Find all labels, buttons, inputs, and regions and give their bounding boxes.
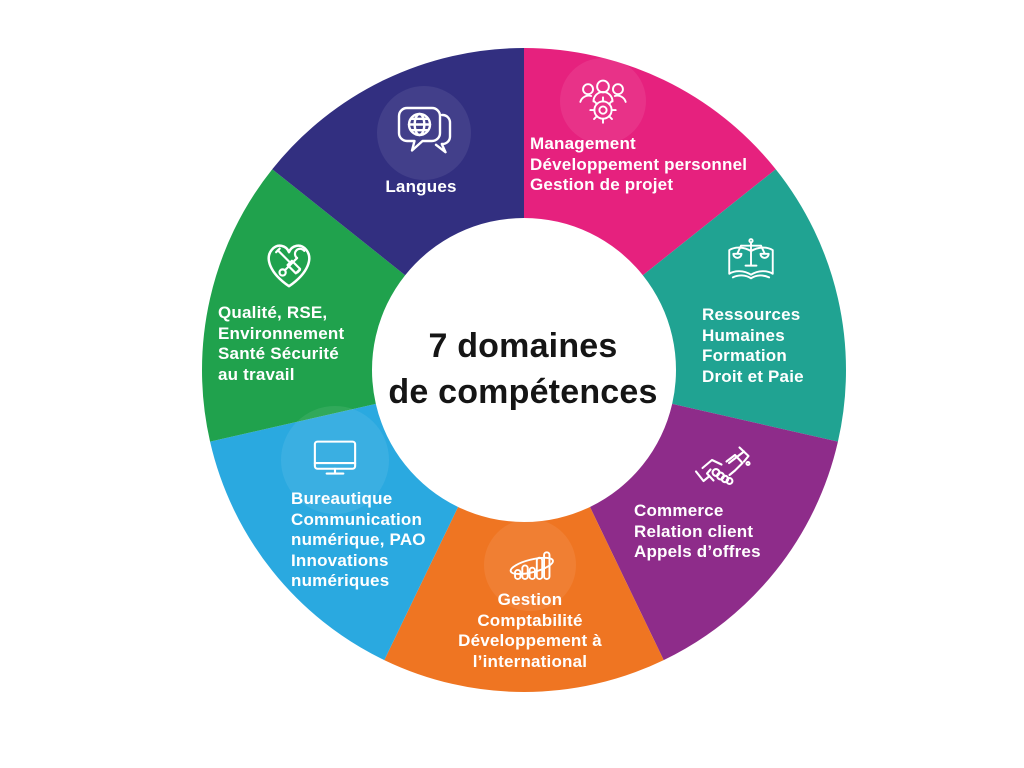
handshake-icon <box>694 446 751 485</box>
langues-segment-label: Langues <box>385 177 457 196</box>
commerce-segment-label: Commerce Relation client Appels d’offres <box>634 501 761 561</box>
langues-segment-icon <box>377 86 471 180</box>
ressources-humaines-segment-icon <box>722 233 780 291</box>
heart-tools-icon <box>267 244 311 288</box>
donut-segment-qualite <box>201 169 406 442</box>
chart-orbit-icon <box>509 551 554 580</box>
commerce-segment-icon <box>690 437 754 501</box>
ressources-humaines-segment-label: Ressources Humaines Formation Droit et P… <box>702 305 804 386</box>
donut-segment-ressources-humaines <box>642 169 847 442</box>
icon-halo <box>281 406 389 514</box>
qualite-segment-icon <box>256 230 322 296</box>
management-segment-icon <box>560 58 646 144</box>
bureautique-segment-label: Bureautique Communication numérique, PAO… <box>291 489 426 590</box>
donut-segment-commerce <box>589 403 838 661</box>
gestion-segment-icon <box>484 519 576 611</box>
globe-chat-icon <box>397 106 452 154</box>
icon-halo <box>484 519 576 611</box>
monitor-icon <box>313 440 357 475</box>
donut-segment-langues <box>272 48 524 276</box>
donut-segment-management <box>524 48 776 276</box>
donut-segment-bureautique <box>210 403 459 661</box>
book-scales-icon <box>728 238 774 280</box>
chart-title: 7 domaines de compétences <box>388 327 658 411</box>
donut-segment-gestion <box>384 506 664 692</box>
bureautique-segment-icon <box>281 406 389 514</box>
gestion-segment-label: Gestion Comptabilité Développement à l’i… <box>458 590 602 671</box>
management-segment-label: Management Développement personnel Gesti… <box>530 134 748 194</box>
qualite-segment-label: Qualité, RSE, Environnement Santé Sécuri… <box>218 303 345 384</box>
team-gear-icon <box>579 79 627 124</box>
